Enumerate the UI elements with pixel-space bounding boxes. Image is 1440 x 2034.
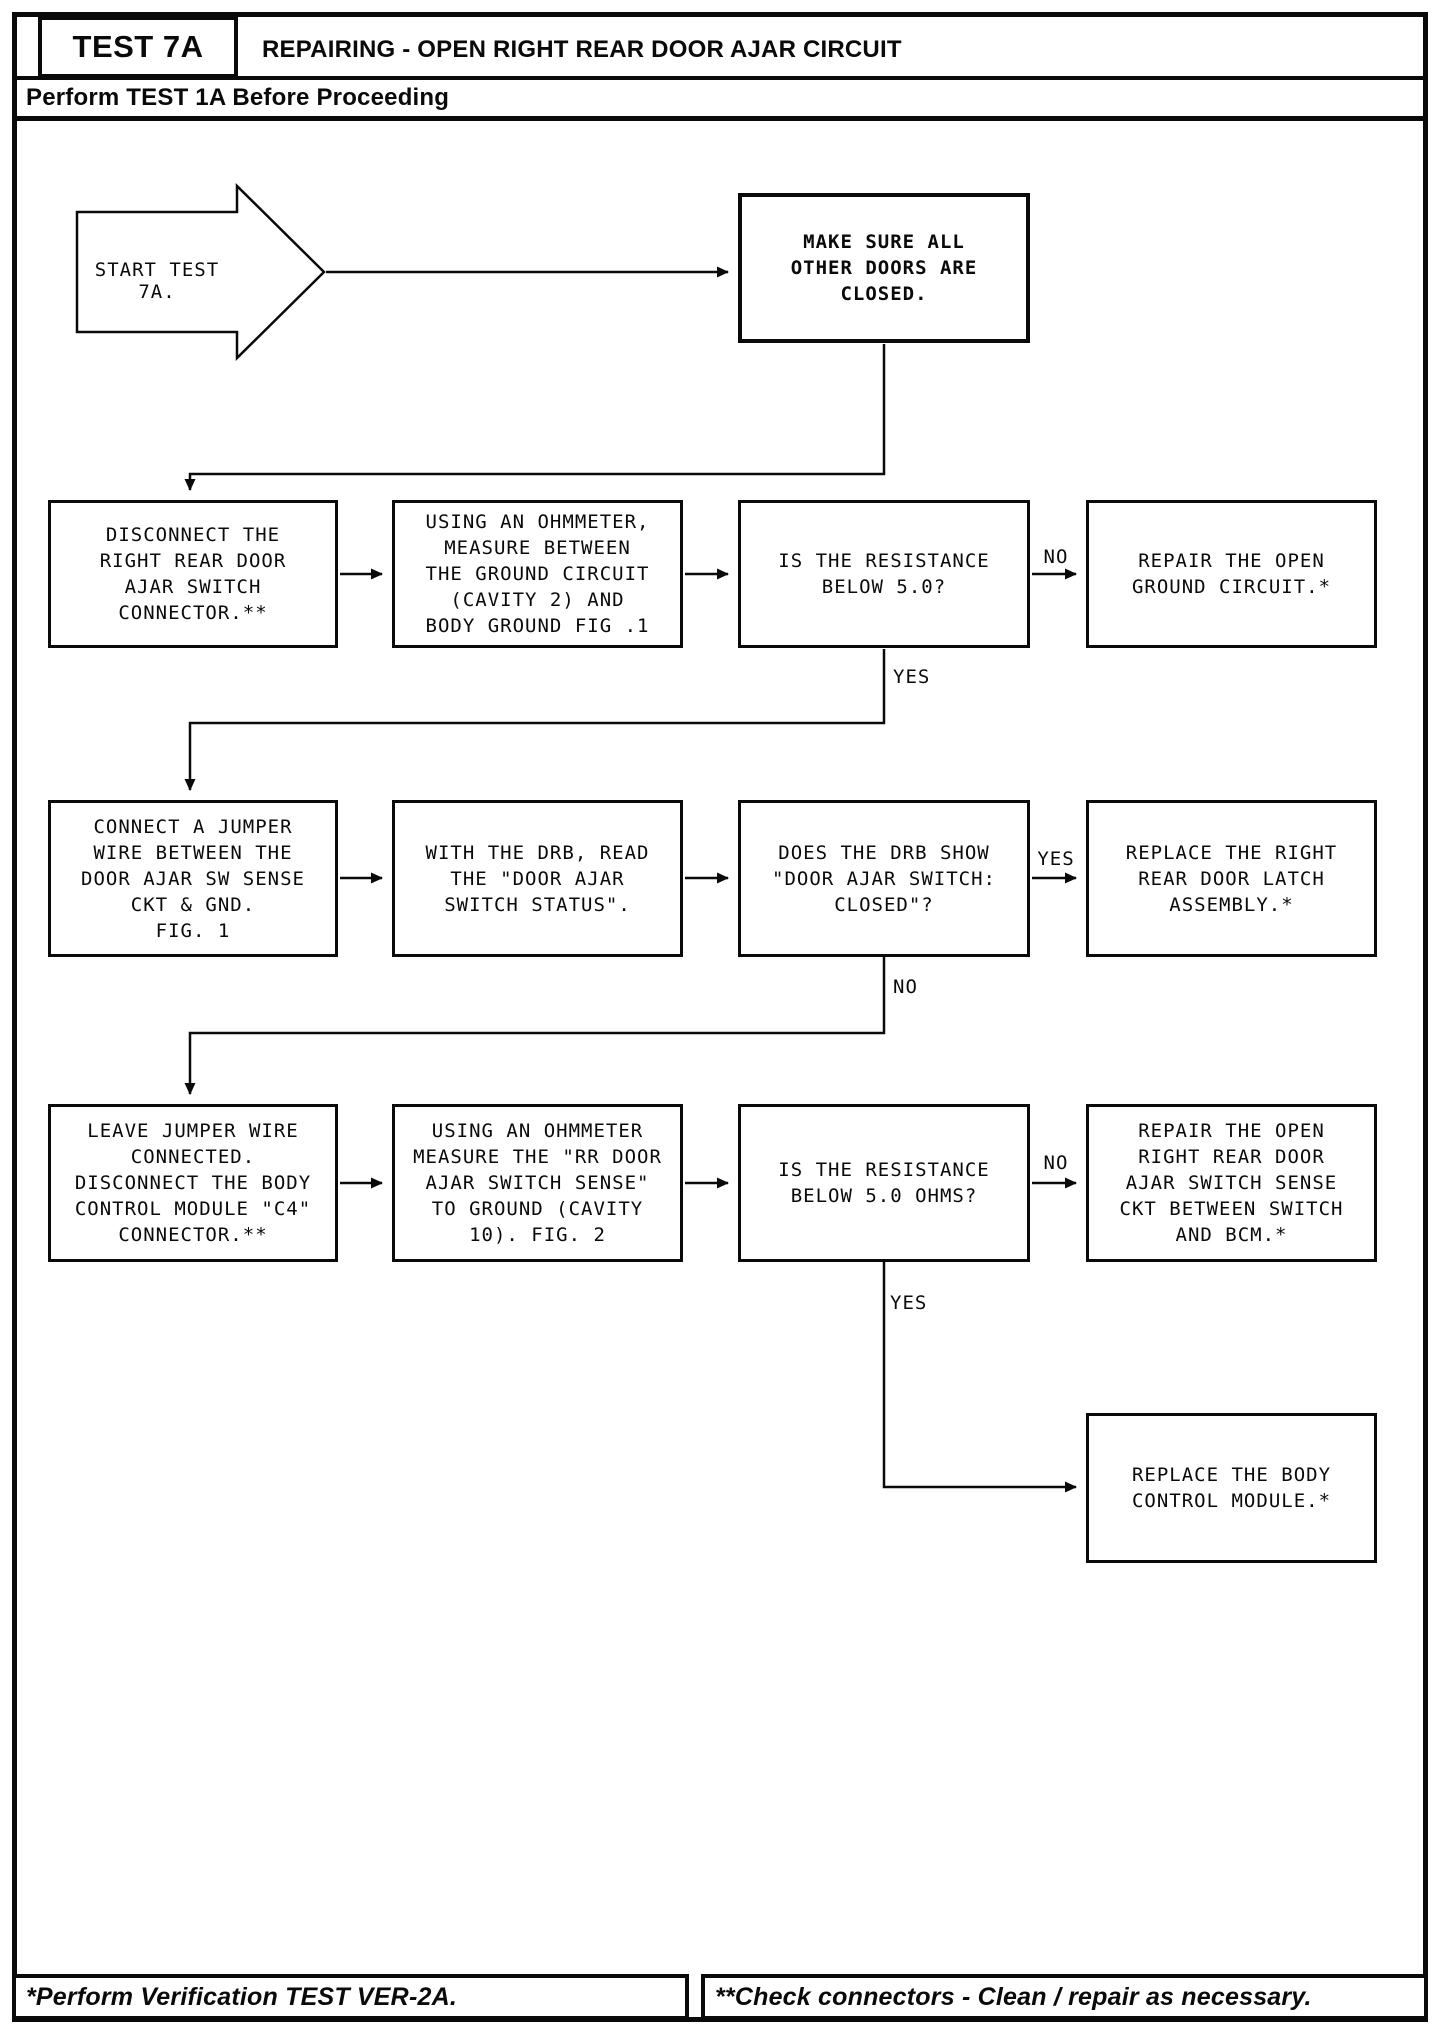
node-replace-body-control-module: REPLACE THE BODY CONTROL MODULE.* bbox=[1086, 1413, 1377, 1563]
footer-note-verification-text: *Perform Verification TEST VER-2A. bbox=[26, 1982, 457, 2011]
node-resistance-below-5: IS THE RESISTANCE BELOW 5.0? bbox=[738, 500, 1030, 648]
node-replace-latch-assembly: REPLACE THE RIGHT REAR DOOR LATCH ASSEMB… bbox=[1086, 800, 1377, 957]
footer-note-verification: *Perform Verification TEST VER-2A. bbox=[12, 1974, 689, 2020]
node-repair-open-ground: REPAIR THE OPEN GROUND CIRCUIT.* bbox=[1086, 500, 1377, 648]
edge-label-row1-no: NO bbox=[1043, 546, 1069, 568]
connector-row1-yes-down bbox=[184, 649, 886, 791]
node-drb-show-closed: DOES THE DRB SHOW "DOOR AJAR SWITCH: CLO… bbox=[738, 800, 1030, 957]
edge-label-row1-yes: YES bbox=[893, 666, 931, 688]
node-disconnect-switch-connector: DISCONNECT THE RIGHT REAR DOOR AJAR SWIT… bbox=[48, 500, 338, 648]
page-subtitle: Perform TEST 1A Before Proceeding bbox=[26, 84, 450, 111]
header-divider bbox=[17, 76, 1423, 80]
connector-makesure-to-disconnect bbox=[184, 344, 886, 491]
edge-label-row2-yes: YES bbox=[1037, 848, 1075, 870]
node-repair-sense-circuit: REPAIR THE OPEN RIGHT REAR DOOR AJAR SWI… bbox=[1086, 1104, 1377, 1262]
edge-label-row3-yes: YES bbox=[890, 1292, 928, 1314]
node-leave-jumper-disconnect-bcm: LEAVE JUMPER WIRE CONNECTED. DISCONNECT … bbox=[48, 1104, 338, 1262]
start-node-label: START TEST 7A. bbox=[94, 259, 220, 303]
footer-note-connectors-text: **Check connectors - Clean / repair as n… bbox=[715, 1982, 1312, 2011]
node-connect-jumper-wire: CONNECT A JUMPER WIRE BETWEEN THE DOOR A… bbox=[48, 800, 338, 957]
node-drb-read-status: WITH THE DRB, READ THE "DOOR AJAR SWITCH… bbox=[392, 800, 683, 957]
footer-note-connectors: **Check connectors - Clean / repair as n… bbox=[701, 1974, 1428, 2020]
edge-label-row2-no: NO bbox=[893, 976, 918, 998]
test-number-label: TEST 7A bbox=[72, 29, 204, 64]
node-make-sure-doors-closed: MAKE SURE ALL OTHER DOORS ARE CLOSED. bbox=[738, 193, 1030, 343]
start-arrow-shape bbox=[75, 183, 326, 361]
node-resistance-below-5-ohms: IS THE RESISTANCE BELOW 5.0 OHMS? bbox=[738, 1104, 1030, 1262]
node-ohmmeter-ground-circuit: USING AN OHMMETER, MEASURE BETWEEN THE G… bbox=[392, 500, 683, 648]
connector-row3-yes-to-bcm bbox=[882, 1257, 1077, 1493]
node-ohmmeter-rr-sense: USING AN OHMMETER MEASURE THE "RR DOOR A… bbox=[392, 1104, 683, 1262]
connector-row2-no-down bbox=[184, 952, 886, 1095]
test-number-box: TEST 7A bbox=[38, 16, 238, 78]
subtitle-divider bbox=[17, 116, 1423, 121]
edge-label-row3-no: NO bbox=[1043, 1152, 1069, 1174]
page-title: REPAIRING - OPEN RIGHT REAR DOOR AJAR CI… bbox=[262, 36, 902, 63]
